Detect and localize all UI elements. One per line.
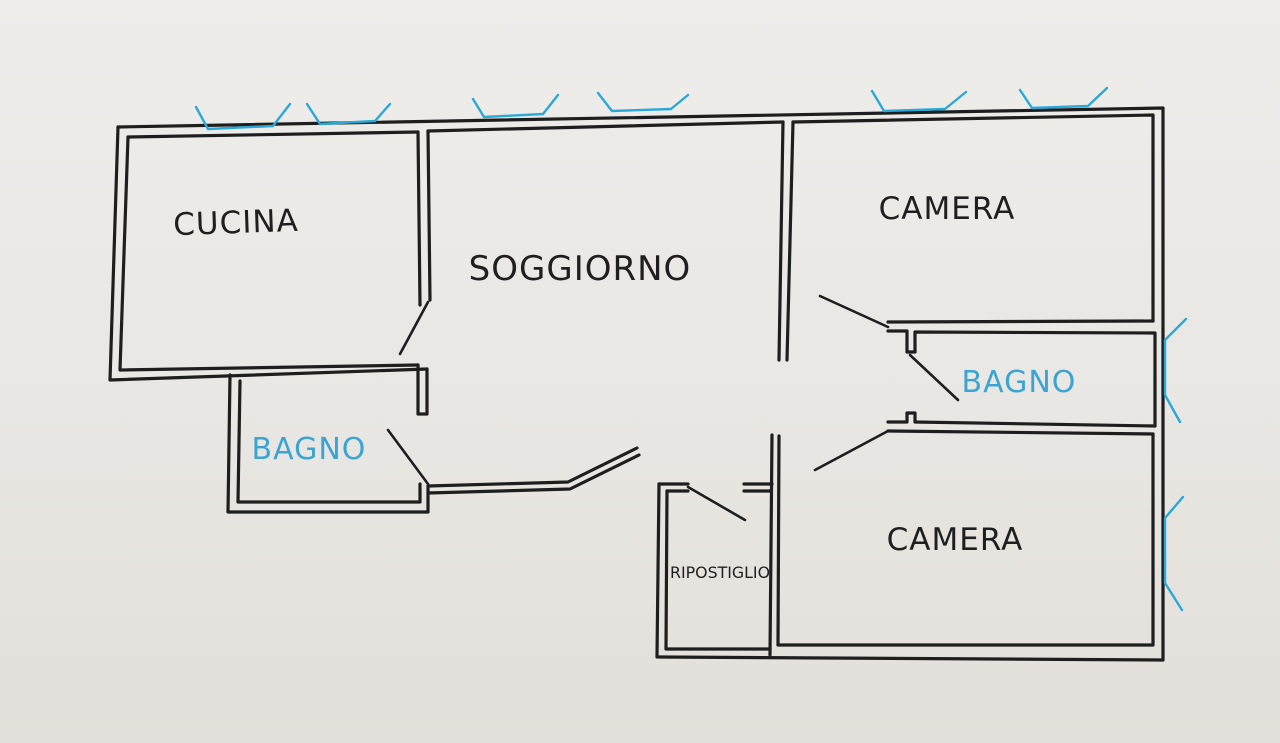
doors bbox=[386, 294, 960, 522]
window-5 bbox=[870, 89, 968, 113]
label-soggiorno: SOGGIORNO bbox=[469, 249, 692, 289]
bottom-bedroom-walls bbox=[655, 432, 1155, 659]
label-camera-top: CAMERA bbox=[879, 191, 1016, 227]
bottom-bedroom-door bbox=[813, 429, 890, 472]
left-bathroom-walls bbox=[226, 373, 641, 514]
label-bagno-right: BAGNO bbox=[962, 365, 1077, 400]
window-1 bbox=[194, 102, 292, 131]
window-3 bbox=[471, 93, 560, 119]
window-2 bbox=[305, 102, 392, 126]
label-cucina: CUCINA bbox=[173, 203, 300, 243]
kitchen-door bbox=[398, 300, 430, 356]
storage-door bbox=[686, 485, 747, 522]
top-bedroom-door bbox=[818, 294, 890, 329]
window-6 bbox=[1018, 86, 1109, 110]
windows bbox=[194, 86, 1188, 612]
kitchen-wall bbox=[416, 129, 432, 416]
right-bathroom-door bbox=[908, 353, 960, 402]
window-4 bbox=[596, 91, 690, 113]
label-camera-bottom: CAMERA bbox=[887, 522, 1024, 558]
label-bagno-left: BAGNO bbox=[252, 432, 367, 467]
bedroom-wall-top bbox=[777, 120, 795, 362]
left-bathroom-door bbox=[386, 428, 430, 486]
right-bathroom-walls bbox=[886, 319, 1157, 436]
window-8 bbox=[1163, 495, 1185, 612]
window-7 bbox=[1163, 317, 1188, 424]
label-ripostiglio: RIPOSTIGLIO bbox=[670, 563, 770, 582]
outer-walls bbox=[108, 106, 1165, 662]
